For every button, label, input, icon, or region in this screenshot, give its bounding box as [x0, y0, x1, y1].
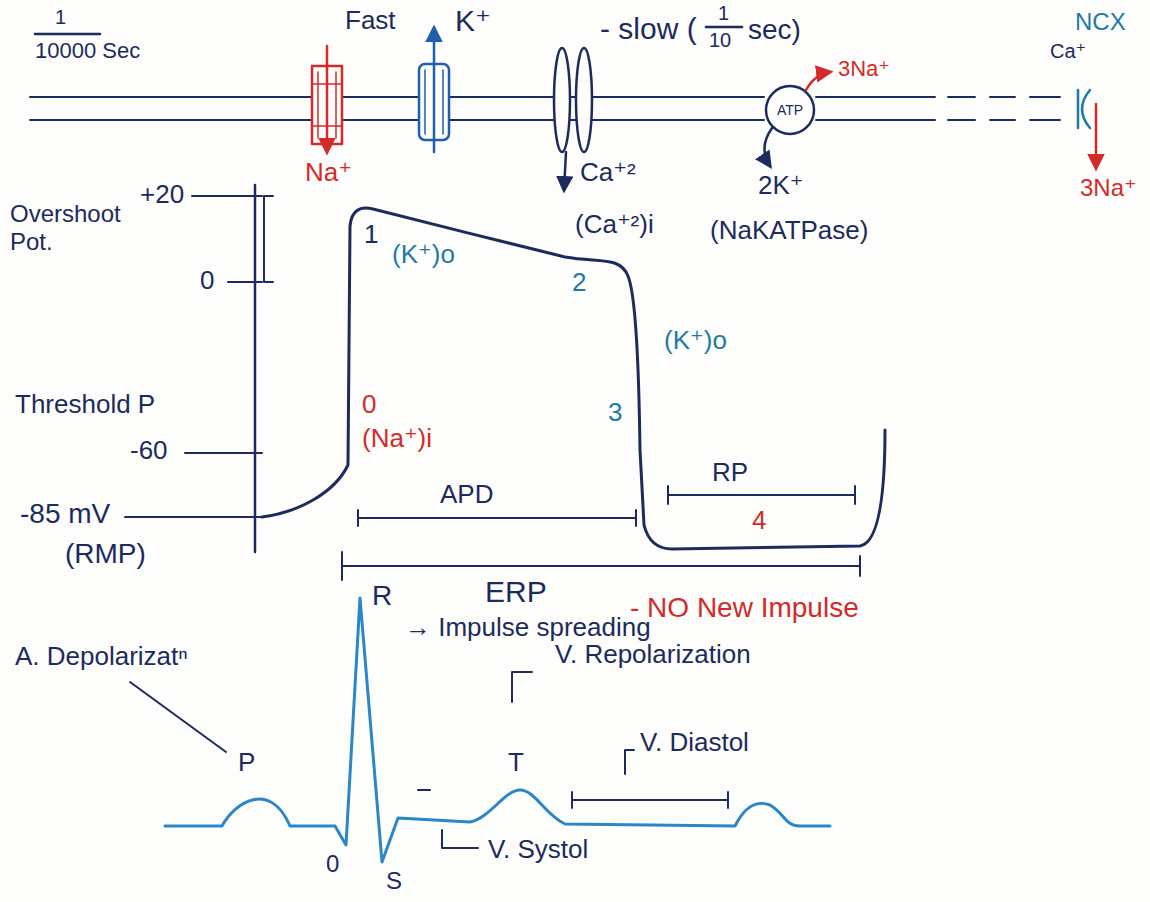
pump-arrow — [806, 72, 830, 90]
interval-label: RP — [712, 458, 748, 488]
ncx-arrow — [1095, 104, 1098, 168]
channel-label: sec) — [748, 14, 801, 46]
axis-tick — [192, 195, 262, 197]
fraction-denominator: 10 — [709, 29, 731, 52]
ion-label: (Ca⁺²)i — [575, 210, 654, 240]
channel-label: Fast — [345, 6, 396, 36]
axis-label: 0 — [200, 266, 214, 296]
potassium-arrow — [433, 28, 436, 152]
pump-label: (NaKATPase) — [710, 216, 868, 246]
st-mark — [418, 789, 430, 791]
phase-number: 0 — [362, 390, 376, 420]
pump-arrow — [764, 128, 772, 166]
ion-label: (K⁺)o — [392, 240, 455, 270]
wave-label: S — [386, 867, 402, 895]
fraction-numerator: 1 — [55, 6, 66, 29]
erp-bracket — [342, 552, 860, 580]
apd-bracket — [358, 510, 636, 526]
exchanger-label: NCX — [1075, 8, 1126, 36]
ion-label: 3Na⁺ — [838, 56, 890, 81]
note: V. Repolarization — [555, 640, 751, 670]
leader-line — [442, 830, 478, 848]
atpase-pump — [766, 86, 814, 134]
note: V. Diastol — [640, 728, 749, 758]
ion-label: Na⁺ — [305, 158, 352, 188]
diastole-bracket — [572, 792, 728, 808]
ion-label: K⁺ — [455, 4, 491, 39]
wave-label: 0 — [326, 850, 339, 878]
time-label: 10000 Sec — [35, 38, 140, 63]
membrane-line — [948, 96, 1060, 98]
channel-label: - slow ( — [600, 12, 697, 47]
sodium-arrow — [326, 46, 329, 152]
axis-label: Threshold P — [15, 390, 155, 420]
calcium-arrow — [564, 152, 566, 190]
axis-tick — [125, 516, 262, 518]
rp-bracket — [668, 486, 855, 504]
interval-label: APD — [440, 480, 493, 510]
action-potential-curve — [262, 208, 885, 549]
ecg-trace — [165, 598, 830, 862]
axis-tick — [185, 452, 262, 454]
axis-label: -60 — [130, 436, 168, 466]
ion-label: 2K⁺ — [758, 171, 804, 201]
axis-label: Overshoot Pot. — [10, 200, 135, 255]
wave-label: P — [238, 748, 255, 778]
overshoot-bracket — [264, 196, 273, 282]
ion-label: (K⁺)o — [664, 326, 727, 356]
fraction-bar — [35, 33, 100, 36]
note: → Impulse spreading — [405, 613, 651, 643]
slow-calcium-channel — [554, 48, 570, 152]
fraction-numerator: 1 — [718, 2, 729, 25]
note: A. Depolarizatⁿ — [15, 642, 188, 672]
leader-line — [625, 750, 634, 774]
ion-label: (Na⁺)i — [362, 424, 432, 454]
slow-calcium-channel — [576, 48, 592, 152]
ion-label: 3Na⁺ — [1080, 174, 1137, 202]
leader-line — [512, 672, 532, 702]
axis-label: +20 — [140, 180, 184, 210]
ion-label: Ca⁺ — [1050, 40, 1086, 63]
phase-number: 1 — [364, 220, 378, 250]
note: - NO New Impulse — [630, 592, 859, 624]
wave-label: R — [372, 580, 392, 612]
note: V. Systol — [488, 835, 588, 865]
fraction-bar — [706, 26, 742, 29]
wave-label: T — [508, 748, 524, 778]
phase-number: 3 — [608, 398, 622, 428]
axis-tick — [228, 281, 262, 283]
phase-number: 4 — [752, 506, 766, 536]
membrane-line — [948, 119, 1060, 121]
pump-label: ATP — [777, 102, 803, 118]
voltage-axis — [254, 185, 257, 552]
phase-number: 2 — [572, 268, 586, 298]
interval-label: ERP — [485, 575, 547, 610]
axis-label: -85 mV — [20, 498, 110, 530]
axis-label: (RMP) — [65, 538, 146, 570]
ion-label: Ca⁺² — [580, 158, 636, 188]
ncx-exchanger — [1078, 90, 1090, 128]
leader-line — [130, 682, 226, 752]
